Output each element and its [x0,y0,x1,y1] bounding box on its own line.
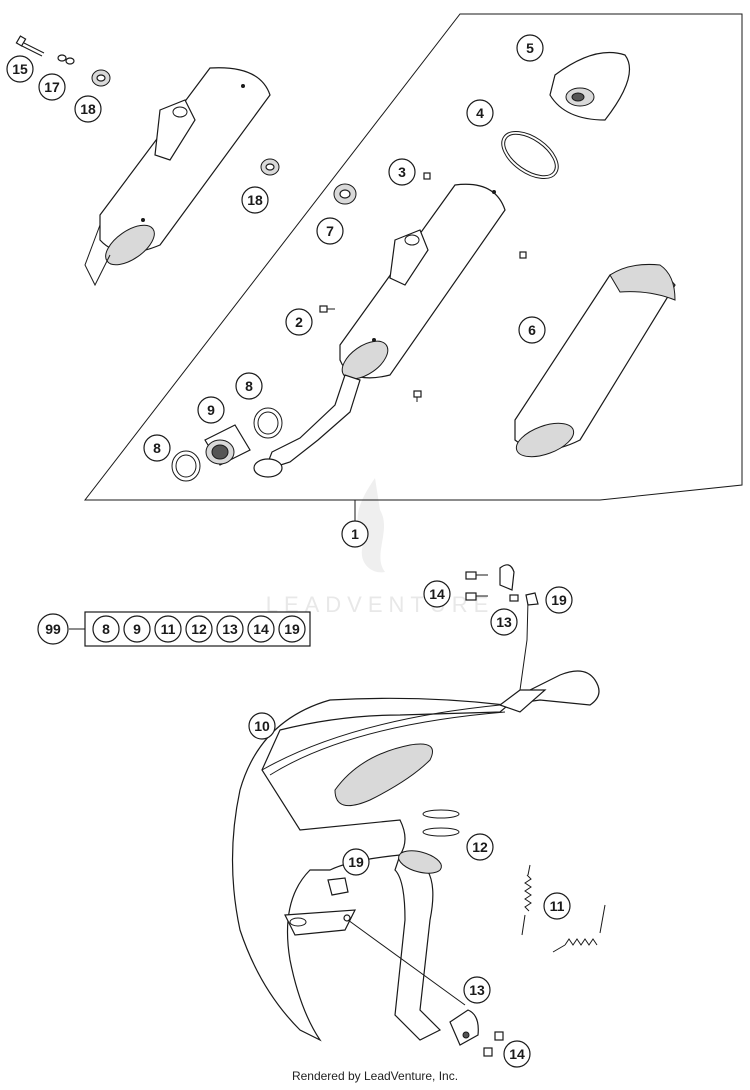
svg-text:2: 2 [295,314,303,330]
kit-row: 8 9 11 12 13 14 19 [69,611,311,647]
callout-99[interactable]: 99 [37,613,69,645]
callout-7[interactable]: 7 [316,217,344,245]
svg-text:5: 5 [526,40,534,56]
kit-item-label: 13 [222,621,238,637]
kit-item-label: 14 [253,621,269,637]
o-rings-12 [422,809,460,837]
kit-item-label: 12 [191,621,207,637]
callout-14a[interactable]: 14 [423,580,451,608]
svg-text:12: 12 [472,839,488,855]
callout-15[interactable]: 15 [6,55,34,83]
callout-19a[interactable]: 19 [545,586,573,614]
bracket-19-lower [327,877,349,896]
svg-text:1: 1 [351,526,359,542]
spring-11-b [552,904,606,953]
svg-text:14: 14 [429,586,445,602]
bolt-15 [15,35,45,57]
grommet-7 [333,183,357,205]
svg-text:3: 3 [398,164,406,180]
o-ring-4 [501,130,559,180]
callout-14b[interactable]: 14 [503,1040,531,1068]
svg-text:8: 8 [245,378,253,394]
kit-item-label: 11 [161,621,176,637]
screw-2-lower [413,390,422,402]
svg-text:18: 18 [80,101,96,117]
expansion-chamber-10 [231,599,600,1042]
callout-18a[interactable]: 18 [74,95,102,123]
silencer-reference [84,67,271,287]
kit-item[interactable]: 13 [216,615,244,643]
top-fasteners [465,564,539,606]
grommet-18-top [91,69,111,87]
svg-text:6: 6 [528,322,536,338]
callout-3[interactable]: 3 [388,158,416,186]
callout-17[interactable]: 17 [38,73,66,101]
gasket-ring-8b [171,450,201,482]
silencer-body [339,183,506,380]
callout-9[interactable]: 9 [197,396,225,424]
kit-item[interactable]: 14 [247,615,275,643]
svg-text:14: 14 [509,1046,525,1062]
assembly-outline [83,13,743,501]
callout-5[interactable]: 5 [516,34,544,62]
svg-text:18: 18 [247,192,263,208]
tab-13-lower [449,1009,479,1046]
screw-3-right [519,251,527,259]
callout-2[interactable]: 2 [285,308,313,336]
screw-3 [423,172,431,180]
clamp-bracket [284,909,357,936]
kit-item[interactable]: 19 [278,615,306,643]
kit-item-label: 9 [133,621,141,637]
kit-item-label: 8 [102,621,110,637]
kit-item[interactable]: 8 [92,615,120,643]
svg-text:4: 4 [476,105,484,121]
callout-4[interactable]: 4 [466,99,494,127]
outer-shell-6 [514,264,676,458]
callout-18b[interactable]: 18 [241,186,269,214]
washer-17 [57,54,75,65]
svg-text:17: 17 [44,79,60,95]
svg-text:7: 7 [326,223,334,239]
callout-12[interactable]: 12 [466,833,494,861]
callout-8b[interactable]: 8 [143,434,171,462]
svg-text:15: 15 [12,61,28,77]
callout-6[interactable]: 6 [518,316,546,344]
screw-2 [319,305,335,313]
gasket-ring-8a [253,407,283,439]
svg-text:10: 10 [254,718,270,734]
svg-text:9: 9 [207,402,215,418]
spring-11-a [521,864,532,936]
exhaust-tube [253,374,361,478]
callout-10[interactable]: 10 [248,712,276,740]
footer-credit: Rendered by LeadVenture, Inc. [292,1069,458,1083]
callout-11[interactable]: 11 [543,892,571,920]
grommet-18-mid [260,158,280,176]
svg-text:99: 99 [45,621,61,637]
svg-text:19: 19 [348,854,364,870]
watermark: LEADVENTURE [266,478,488,617]
callout-13b[interactable]: 13 [463,976,491,1004]
callout-8a[interactable]: 8 [235,372,263,400]
coupler-9 [204,424,251,466]
svg-text:13: 13 [496,614,512,630]
end-cap-5 [549,51,631,121]
svg-text:8: 8 [153,440,161,456]
callout-1[interactable]: 1 [341,520,369,548]
svg-text:13: 13 [469,982,485,998]
bolts-14-lower [483,1031,504,1057]
kit-item-label: 19 [284,621,300,637]
callout-13a[interactable]: 13 [490,608,518,636]
svg-text:11: 11 [550,898,565,914]
svg-text:19: 19 [551,592,567,608]
kit-item[interactable]: 9 [123,615,151,643]
leader-13 [347,919,466,1006]
kit-item[interactable]: 12 [185,615,213,643]
callout-19b[interactable]: 19 [342,848,370,876]
kit-item[interactable]: 11 [154,615,182,643]
